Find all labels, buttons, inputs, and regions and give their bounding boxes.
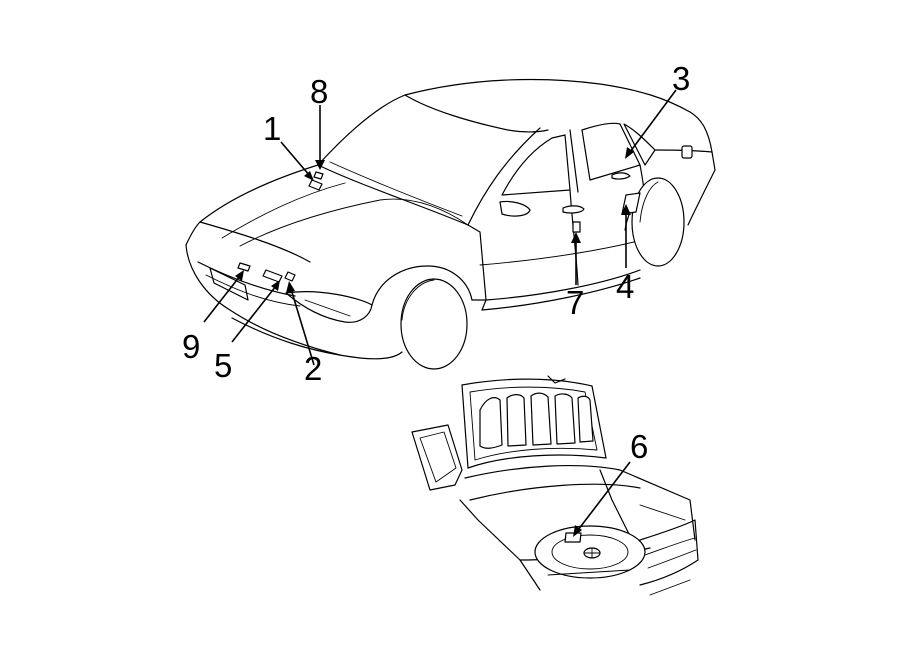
callout-7: 7 [566, 284, 584, 321]
callout-labels: 1 2 3 4 5 6 7 8 9 [182, 60, 690, 465]
trunk-illustration [411, 375, 699, 596]
callout-4: 4 [616, 268, 634, 305]
callout-1: 1 [263, 110, 281, 147]
callout-5: 5 [214, 347, 232, 384]
callout-2: 2 [304, 350, 322, 387]
callout-9: 9 [182, 328, 200, 365]
leader-lines [203, 89, 677, 537]
callout-3: 3 [672, 60, 690, 97]
sedan-illustration [185, 78, 716, 370]
callout-6: 6 [630, 428, 648, 465]
callout-8: 8 [310, 73, 328, 110]
